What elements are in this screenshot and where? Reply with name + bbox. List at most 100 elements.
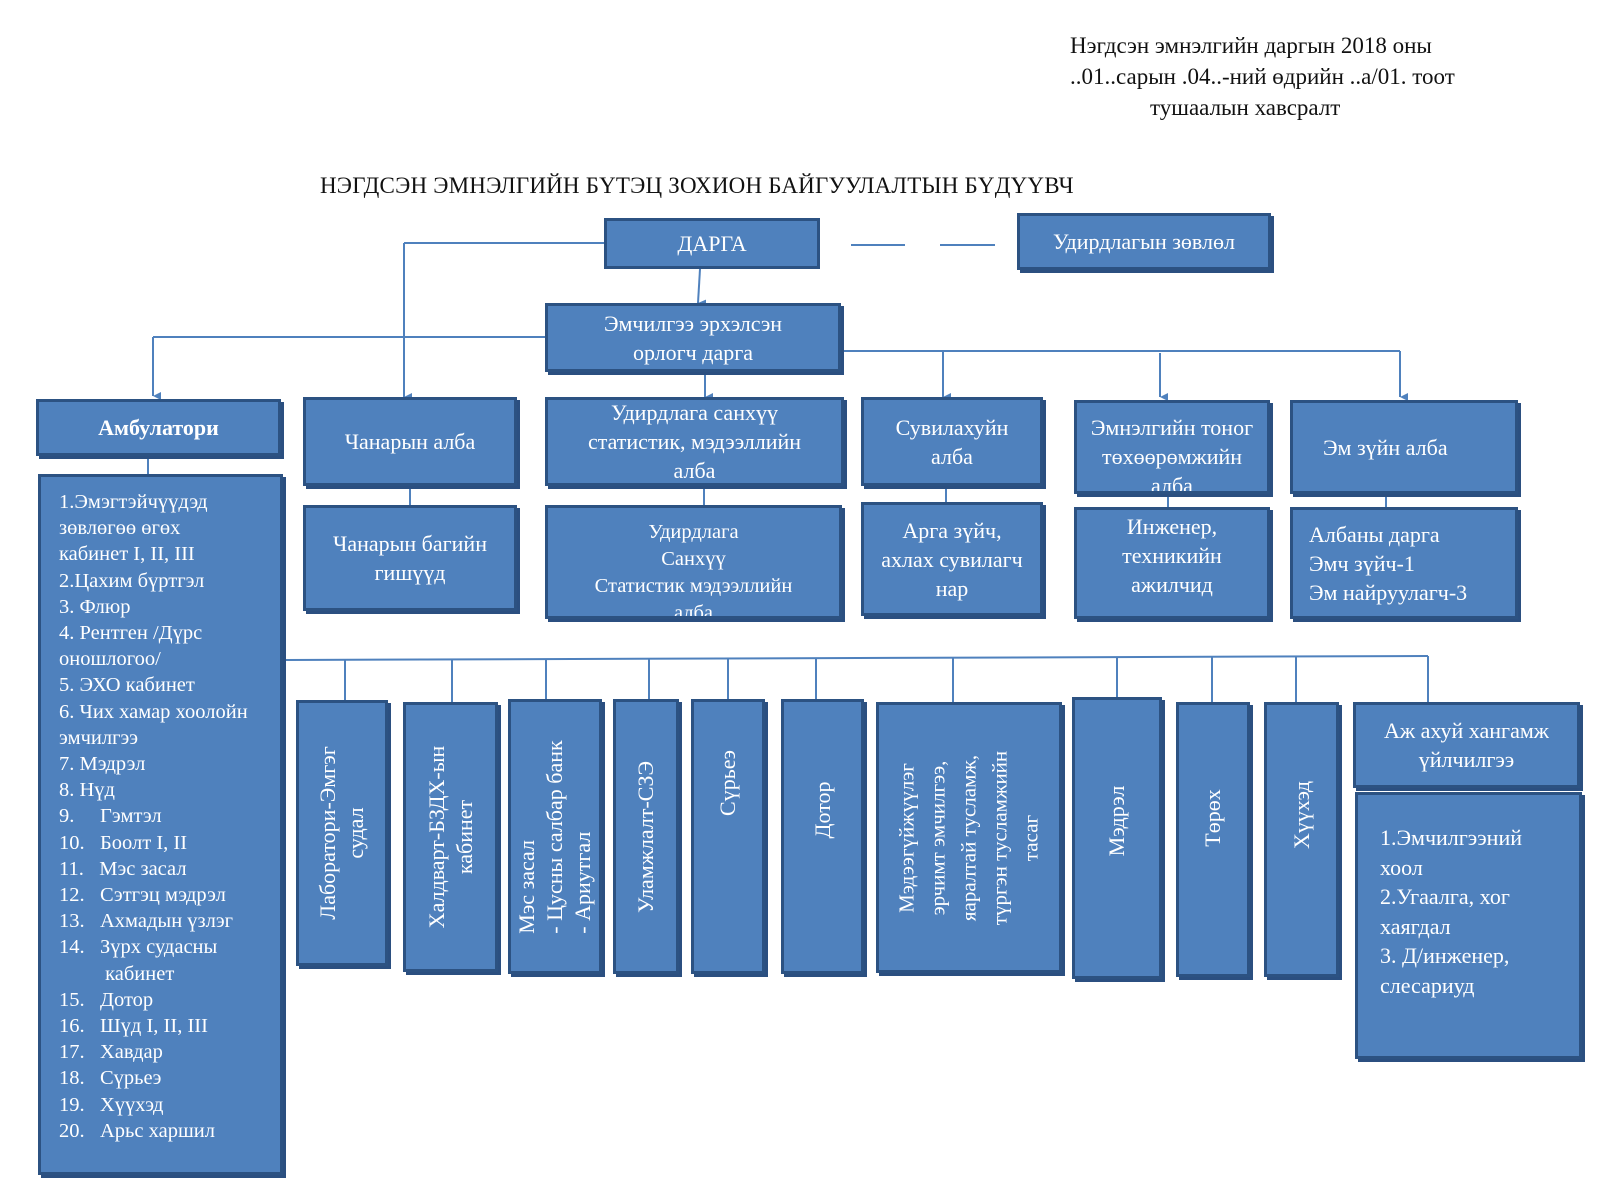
- service-item: 3. Д/инженер,: [1380, 943, 1510, 968]
- unit-child: Хүүхэд: [1264, 702, 1339, 977]
- unit-neuro: Мэдрэл: [1072, 697, 1162, 979]
- unit-icu-line-5: тасаг: [1018, 814, 1043, 861]
- unit-internal: Дотор: [781, 699, 864, 974]
- ambulatory-item: 11. Мэс засал: [59, 857, 187, 880]
- unit-birth: Төрөх: [1176, 702, 1250, 977]
- ambulatory-item: кабинет: [59, 962, 175, 985]
- quality-label: Чанарын алба: [344, 429, 476, 454]
- ambulatory-item: 19. Хүүхэд: [59, 1093, 164, 1116]
- finance-sub-line-4: алба: [673, 602, 714, 619]
- ambulatory-item: 17. Хавдар: [59, 1041, 163, 1064]
- unit-surgery-line-1: Мэс засал: [514, 839, 539, 934]
- finance-sub-line-2: Санхүү: [661, 548, 726, 570]
- council-label: Удирдлагын зөвлөл: [1053, 229, 1235, 254]
- unit-internal-label: Дотор: [809, 781, 835, 839]
- unit-surgery: Мэс засал- Цусны салбар банк- Ариутгал: [508, 699, 602, 974]
- unit-surgery-line-2: - Цусны салбар банк: [542, 739, 567, 934]
- ambulatory-item: кабинет I, II, III: [59, 543, 195, 566]
- equipment-box: Эмнэлгийн тоног төхөөрөмжийн алба: [1074, 400, 1270, 494]
- chart-title: НЭГДСЭН ЭМНЭЛГИЙН БҮТЭЦ ЗОХИОН БАЙГУУЛАЛ…: [320, 173, 1074, 198]
- ambulatory-item: 14. Зүрх судасны: [59, 936, 218, 959]
- finance-line-1: Удирдлага санхүү: [611, 400, 778, 425]
- unit-tb: Сүрьеэ: [691, 699, 765, 974]
- equipment-line-3: алба: [1151, 473, 1193, 494]
- unit-surgery-line-3: - Ариутгал: [570, 831, 595, 934]
- unit-lab-line-1: Лаборатори-Эмгэг: [315, 746, 340, 920]
- unit-icu-line-4: түргэн тусламжийн: [987, 750, 1012, 925]
- quality-sub-line-2: гишүүд: [374, 560, 446, 585]
- equipment-line-1: Эмнэлгийн тоног: [1090, 415, 1254, 440]
- ambulatory-item: 10. Боолт I, II: [59, 831, 188, 854]
- pharmacy-box: Эм зүйн алба: [1290, 400, 1518, 494]
- unit-lab-line-2: судал: [343, 807, 368, 859]
- pharmacy-sub-line-2: Эмч зүйч-1: [1309, 550, 1415, 576]
- pharmacy-sub-line-3: Эм найруулагч-3: [1309, 579, 1468, 605]
- council-box: Удирдлагын зөвлөл: [1017, 213, 1271, 270]
- finance-sub-line-1: Удирдлага: [648, 521, 739, 543]
- document-header: Нэгдсэн эмнэлгийн даргын 2018 оны ..01..…: [1070, 30, 1550, 123]
- pharmacy-label: Эм зүйн алба: [1323, 434, 1448, 460]
- equipment-label: Эмнэлгийн тоног төхөөрөмжийн алба: [1090, 413, 1254, 494]
- nursing-line-1: Сувилахуйн: [895, 414, 1009, 440]
- ambulatory-item: 20. Арьс харшил: [59, 1119, 215, 1142]
- ambulatory-box: Амбулатори: [36, 399, 281, 456]
- deputy-line-1: Эмчилгээ эрхэлсэн: [603, 310, 783, 336]
- unit-child-label: Хүүхэд: [1288, 781, 1314, 850]
- ambulatory-item: 2.Цахим бүртгэл: [59, 569, 205, 592]
- unit-infection-line-2: кабинет: [451, 799, 477, 875]
- quality-box: Чанарын алба: [303, 397, 517, 486]
- director-box: ДАРГА: [604, 218, 820, 269]
- unit-infection-line-1: Халдварт-БЗДХ-ын: [423, 745, 449, 929]
- deputy-box: Эмчилгээ эрхэлсэн орлогч дарга: [545, 303, 841, 372]
- pharmacy-sub-line-1: Албаны дарга: [1309, 521, 1440, 547]
- ambulatory-item: 15. Дотор: [59, 988, 154, 1011]
- unit-birth-label: Төрөх: [1200, 789, 1225, 847]
- finance-line-3: алба: [673, 458, 716, 483]
- unit-icu-line-2: эрчимт эмчилгээ,: [925, 760, 950, 915]
- unit-icu-line-1: Мэдээгүйжүүлэг: [894, 762, 919, 913]
- ambulatory-item: оношлогоо/: [59, 648, 161, 671]
- service-item: 1.Эмчилгээний: [1380, 825, 1522, 850]
- ambulatory-item: эмчилгээ: [59, 726, 139, 749]
- equipment-sub-line-3: ажилчид: [1131, 572, 1213, 597]
- ambulatory-label: Амбулатори: [98, 415, 219, 440]
- ambulatory-item: 16. Шүд I, II, III: [59, 1015, 208, 1038]
- nursing-sub-line-3: нар: [935, 575, 969, 601]
- equipment-sub-line-1: Инженер,: [1126, 514, 1218, 539]
- ambulatory-item: 6. Чих хамар хоолойн: [59, 700, 248, 723]
- director-label: ДАРГА: [677, 231, 747, 256]
- unit-transfer: Уламжлалт-СЗЭ: [613, 699, 679, 974]
- unit-service-line-2: үйлчилгээ: [1418, 747, 1515, 772]
- ambulatory-item: 18. Сүрьеэ: [59, 1067, 162, 1090]
- header-line-1: Нэгдсэн эмнэлгийн даргын 2018 оны: [1070, 33, 1432, 58]
- equipment-line-2: төхөөрөмжийн: [1101, 444, 1243, 469]
- ambulatory-item: 12. Сэтгэц мэдрэл: [59, 884, 226, 907]
- nursing-sub-line-2: ахлах сувилагч: [881, 546, 1023, 572]
- service-item: хаягдал: [1380, 913, 1451, 939]
- deputy-line-2: орлогч дарга: [632, 339, 753, 365]
- finance-sub-line-3: Статистик мэдээллийн: [594, 575, 793, 597]
- header-line-2: ..01..сарын .04..-ний өдрийн ..а/01. тоо…: [1070, 64, 1455, 89]
- ambulatory-item: 5. ЭХО кабинет: [59, 674, 195, 697]
- ambulatory-item: 9. Гэмтэл: [59, 805, 162, 828]
